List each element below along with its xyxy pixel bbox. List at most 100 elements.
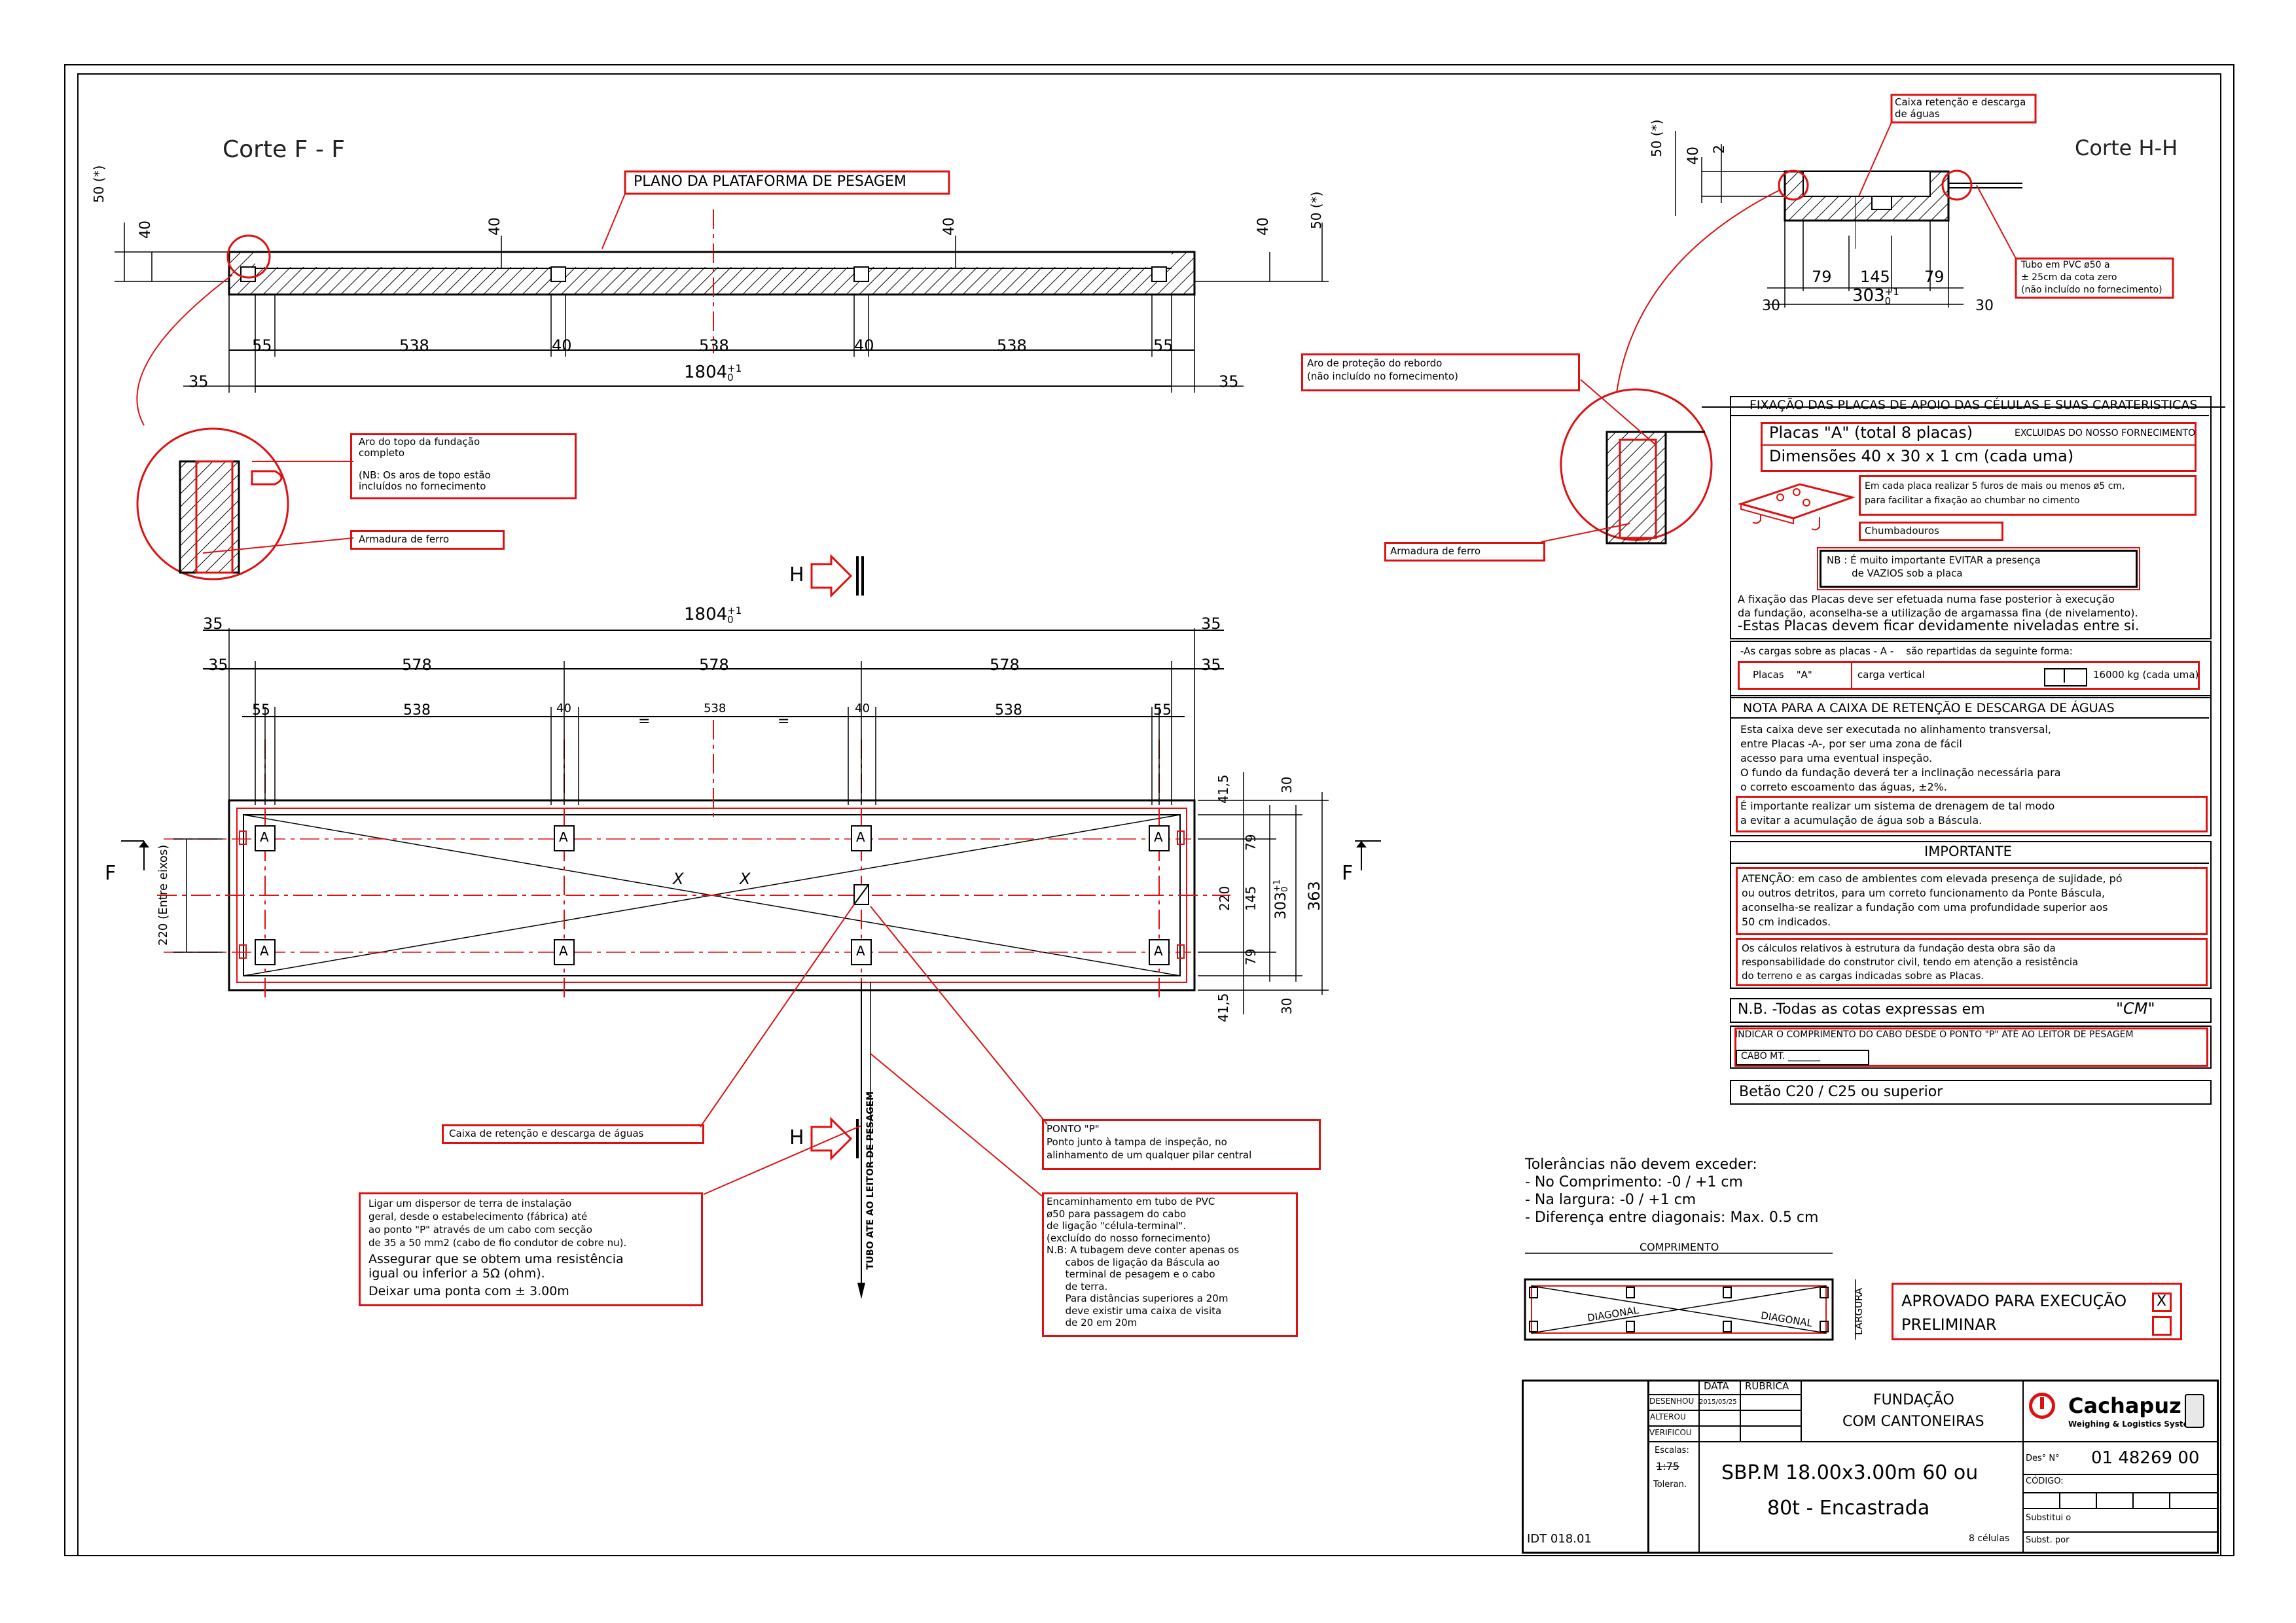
corte-ff-title: Corte F - F <box>223 136 345 163</box>
aprovado-label: APROVADO PARA EXECUÇÃO <box>1901 1292 2127 1310</box>
importante-title: IMPORTANTE <box>1924 844 2012 859</box>
tol-sub: 0 <box>727 371 734 383</box>
nb-cotas-unit: "CM" <box>2116 999 2155 1018</box>
ff-dim-40-d: 40 <box>1255 217 1272 236</box>
ff-dim-538-c: 538 <box>997 336 1027 355</box>
plan-dim-578-a: 578 <box>402 656 432 674</box>
plan-dim-41-5-top: 41,5 <box>1215 774 1231 804</box>
nb-cotas-panel: N.B. -Todas as cotas expressas em "CM" <box>1730 998 2212 1023</box>
tb-date-3 <box>1698 1425 1741 1442</box>
note-armadura-right-text: Armadura de ferro <box>1390 545 1481 557</box>
betao-text: Betão C20 / C25 ou superior <box>1739 1084 1943 1100</box>
hh-dim-79-b: 79 <box>1924 268 1945 286</box>
tb-scale: 1:75 <box>1656 1460 1679 1472</box>
tb-code-div-3 <box>2132 1492 2134 1509</box>
plan-dim-538-b: 538 <box>704 702 726 715</box>
hh-dim-50: 50 (*) <box>1649 119 1664 157</box>
note-caixa-plan-text: Caixa de retenção e descarga de águas <box>449 1128 644 1139</box>
ff-dim-55-right: 55 <box>1153 336 1174 355</box>
cargas-title: -As cargas sobre as placas - A - são rep… <box>1740 645 2073 657</box>
preliminar-label: PRELIMINAR <box>1901 1315 1997 1334</box>
tb-date: 2015/05/25 <box>1699 1399 1737 1406</box>
atencao-box: ATENÇÃO: em caso de ambientes com elevad… <box>1736 867 2208 935</box>
tb-subst-por-label: Subst. por <box>2026 1535 2070 1545</box>
fixacao-text: A fixação das Placas deve ser efetuada n… <box>1738 593 2138 619</box>
tol-sub: 0 <box>1884 294 1892 307</box>
tb-toleran-label: Toleran. <box>1653 1480 1687 1489</box>
importante-divider <box>1731 863 2209 864</box>
cargas-arrow-icon <box>2064 669 2065 683</box>
tb-codigo-label: CÓDIGO: <box>2026 1476 2064 1486</box>
plate-a-1: A <box>260 829 269 845</box>
note-tubo-pvc-text: Tubo em PVC ø50 a ± 25cm da cota zero (n… <box>2021 260 2162 295</box>
drenagem-text: É importante realizar um sistema de dren… <box>1740 800 2055 827</box>
note-caixa-top-text: Caixa retenção e descarga de águas <box>1895 96 2026 120</box>
ff-dim-top-left: 50 (*) <box>91 165 107 203</box>
preliminar-checkbox[interactable] <box>2152 1316 2172 1336</box>
plan-dim-overall-value: 1804 <box>684 605 728 624</box>
note-aro-topo: Aro do topo da fundação completo (NB: Os… <box>350 433 577 499</box>
tol-sup: +1 <box>1884 285 1899 298</box>
note-armadura-right: Armadura de ferro <box>1384 542 1545 562</box>
ff-dim-35-left: 35 <box>188 372 209 391</box>
cargas-vertical: carga vertical <box>1857 669 1925 681</box>
approval-box: APROVADO PARA EXECUÇÃO X PRELIMINAR <box>1892 1283 2182 1340</box>
ff-dim-538-b: 538 <box>699 336 729 355</box>
section-marker-h-bottom <box>810 1116 859 1161</box>
nota-caixa-divider <box>1731 717 2209 719</box>
plan-dim-303-value: 303 <box>1273 892 1289 919</box>
placas-box: Placas "A" (total 8 placas) EXCLUIDAS DO… <box>1761 422 2197 472</box>
chumbadouros-box: Chumbadouros <box>1859 522 2003 541</box>
tb-fundacao-2: COM CANTONEIRAS <box>1842 1414 1984 1430</box>
hh-dim-overall-value: 303 <box>1852 286 1885 306</box>
hh-dim-145: 145 <box>1860 268 1890 286</box>
hh-dim-30-a: 30 <box>1762 298 1780 314</box>
tolerancias-line-1: - No Comprimento: -0 / +1 cm <box>1525 1174 1743 1190</box>
detail-circle-right <box>1541 379 2225 544</box>
tb-fundacao-1: FUNDAÇÃO <box>1873 1392 1954 1408</box>
tb-date-2 <box>1698 1410 1741 1427</box>
tb-substitui-label: Substitui o <box>2026 1513 2072 1523</box>
fixacao-title: FIXAÇÃO DAS PLACAS DE APOIO DAS CÉLULAS … <box>1749 398 2198 412</box>
company-logo-bar <box>2040 1397 2044 1409</box>
tb-escalas-cell <box>1648 1441 1700 1554</box>
dimensoes-label: Dimensões 40 x 30 x 1 cm (cada uma) <box>1769 447 2074 465</box>
section-marker-h-top <box>810 554 864 598</box>
plan-dim-79-top: 79 <box>1243 834 1259 851</box>
hh-dim-79-a: 79 <box>1812 268 1832 286</box>
plan-dim-35-b: 35 <box>1201 615 1221 633</box>
nb-box: NB : É muito importante EVITAR a presenç… <box>1817 547 2140 590</box>
tb-verificou-label: VERIFICOU <box>1649 1428 1692 1437</box>
group-badge-icon <box>2185 1394 2204 1428</box>
plan-dim-55-b: 55 <box>1153 702 1172 719</box>
plan-dim-35-c: 35 <box>208 656 228 674</box>
tolerance-schematic <box>1524 1253 1856 1341</box>
furos-text: Em cada placa realizar 5 furos de mais o… <box>1865 481 2125 506</box>
plan-dim-578-c: 578 <box>990 656 1020 674</box>
note-aro-protecao: Aro de proteção do rebordo (não incluído… <box>1301 353 1580 391</box>
nota-caixa-title: NOTA PARA A CAIXA DE RETENÇÃO E DESCARGA… <box>1743 701 2115 715</box>
tb-subst-por-cell <box>2022 1531 2219 1554</box>
tb-data-label: DATA <box>1704 1380 1729 1392</box>
tolerancias-line-3: - Diferença entre diagonais: Max. 0.5 cm <box>1525 1209 1819 1226</box>
cabo-field[interactable]: CABO MT. _______ <box>1736 1050 1869 1065</box>
plate-a-6: A <box>559 943 568 959</box>
plate-a-7: A <box>856 943 865 959</box>
cargas-arrow-box <box>2044 668 2087 687</box>
tb-rubrica-label: RUBRICA <box>1745 1380 1789 1392</box>
note-armadura-left: Armadura de ferro <box>350 530 505 550</box>
corte-hh-title: Corte H-H <box>2075 135 2178 160</box>
note-aro-protecao-text: Aro de proteção do rebordo (não incluído… <box>1307 357 1458 382</box>
h-marker-top: H <box>789 563 804 586</box>
chumbadouros-text: Chumbadouros <box>1865 525 1939 537</box>
plan-dim-578-b: 578 <box>699 656 729 674</box>
ff-dim-40-e: 40 <box>552 336 572 355</box>
plan-view <box>121 628 1381 1299</box>
niveladas-text: -Estas Placas devem ficar devidamente ni… <box>1738 618 2140 633</box>
aprovado-checkbox[interactable]: X <box>2152 1293 2172 1312</box>
drenagem-box: É importante realizar um sistema de dren… <box>1736 796 2208 832</box>
tol-sub: 0 <box>727 613 734 626</box>
fixacao-divider <box>1731 415 2209 416</box>
plan-dim-145: 145 <box>1243 885 1259 911</box>
